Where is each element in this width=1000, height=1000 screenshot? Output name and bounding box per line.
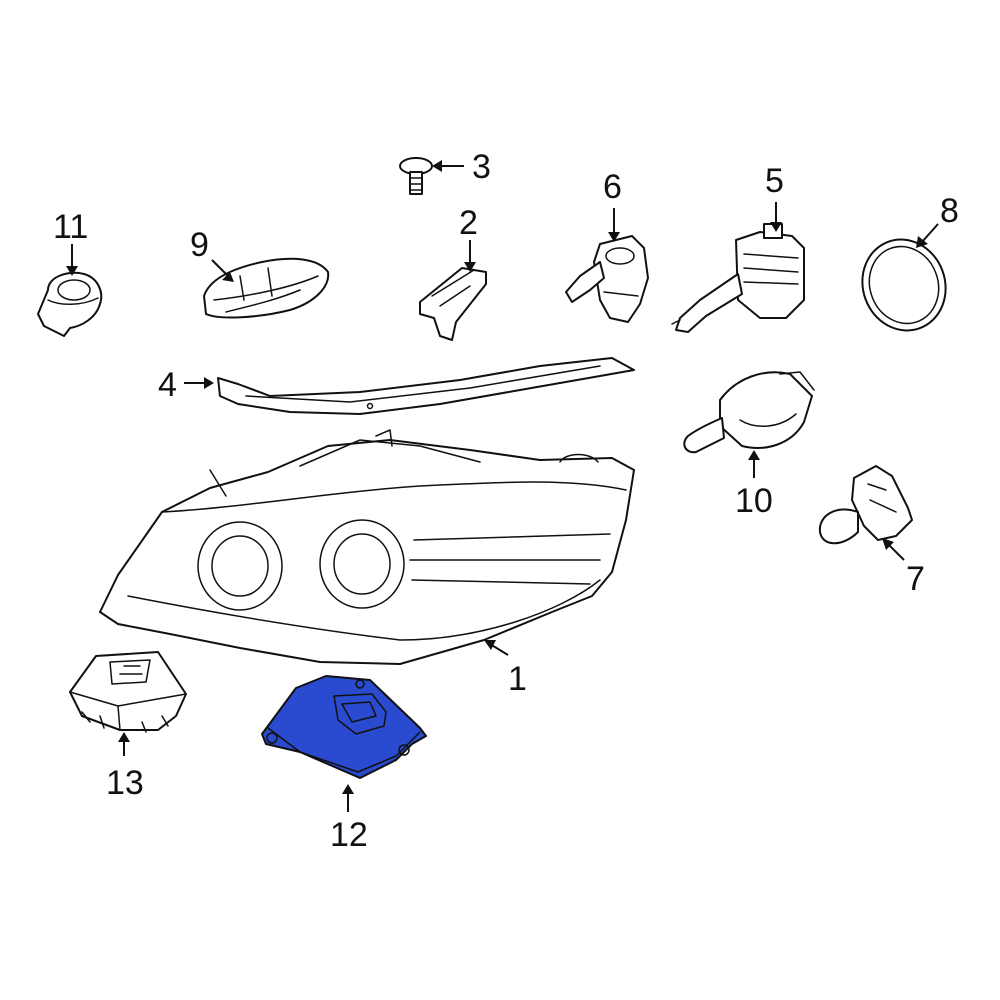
callout-8: 8: [940, 192, 959, 230]
part-1-headlamp-assembly[interactable]: [99, 429, 635, 665]
callout-12: 12: [330, 816, 368, 854]
callout-leaders: [66, 160, 939, 812]
callout-10: 10: [735, 482, 773, 520]
callout-4: 4: [158, 366, 177, 404]
callout-9: 9: [190, 226, 209, 264]
part-8-o-ring[interactable]: [850, 228, 959, 342]
callout-13: 13: [106, 764, 144, 802]
callout-labels: 1 2 3 4 5 6 7 8 9 10 11 12 13: [53, 148, 959, 854]
part-10-bulb-socket[interactable]: [683, 371, 815, 454]
part-4-seal-strip[interactable]: [217, 357, 635, 415]
callout-11: 11: [53, 208, 88, 246]
part-6-halogen-bulb[interactable]: [565, 235, 649, 323]
part-11-leveling-motor[interactable]: [37, 271, 103, 337]
callout-5: 5: [765, 162, 784, 200]
part-5-xenon-bulb[interactable]: [671, 223, 805, 333]
callout-3: 3: [472, 148, 491, 186]
callout-6: 6: [603, 168, 622, 206]
callout-7: 7: [906, 560, 925, 598]
part-2-bracket-clip[interactable]: [419, 267, 487, 341]
part-9-cover-cap[interactable]: [203, 257, 330, 319]
part-12-ballast-module[interactable]: [261, 675, 427, 779]
part-13-igniter-module[interactable]: [69, 651, 187, 733]
part-3-screw[interactable]: [399, 157, 433, 195]
callout-1: 1: [508, 660, 527, 698]
callout-2: 2: [459, 204, 478, 242]
part-7-side-bulb-socket[interactable]: [818, 465, 913, 545]
